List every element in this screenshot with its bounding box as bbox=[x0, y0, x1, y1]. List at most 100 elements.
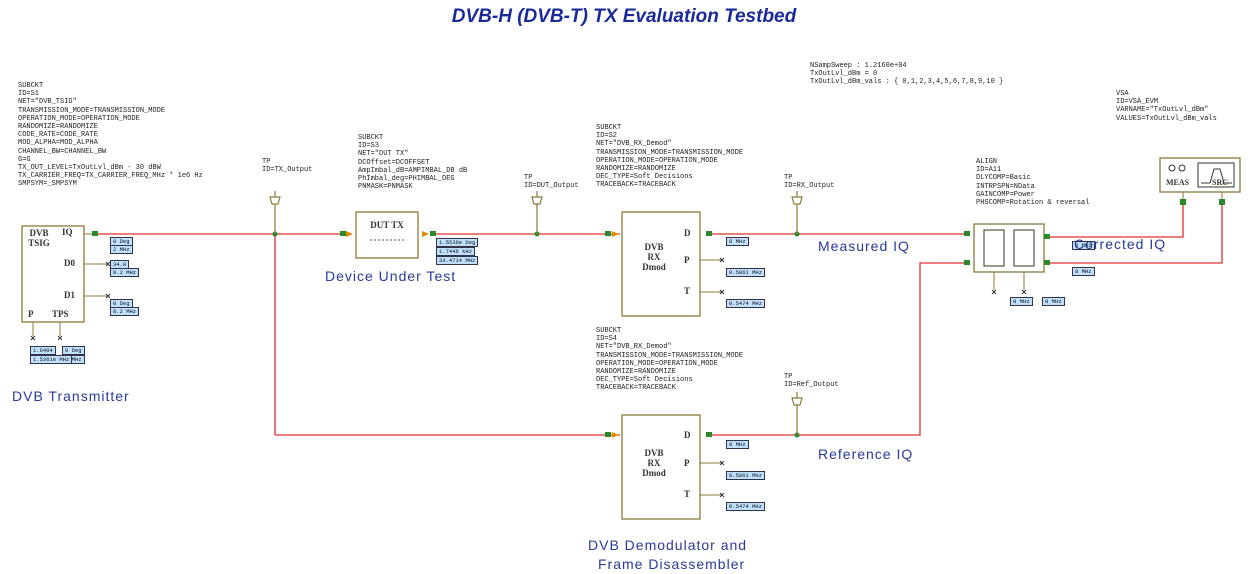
param-line: PHSCOMP=Rotation & reversal bbox=[976, 199, 1090, 208]
param-line: G=G bbox=[18, 155, 31, 164]
tp-line: TP bbox=[262, 158, 271, 166]
term-align-1 bbox=[991, 289, 997, 295]
param-line: DCOffset=DCOFFSET bbox=[358, 158, 430, 167]
param-line: PNMASK=PNMASK bbox=[358, 183, 413, 192]
param-line: DLYCOMP=Basic bbox=[976, 174, 1031, 183]
rx1-annotation: 0.5474 MHz bbox=[726, 299, 766, 308]
node-vsa-meas bbox=[1180, 199, 1186, 205]
rx1-annotation: 0.5861 MHz bbox=[726, 268, 766, 277]
rx2-label-line1: DVB Demodulator and bbox=[588, 537, 748, 553]
tp-tx-probe[interactable] bbox=[269, 191, 281, 234]
sweep-line: TxOutLvl_dBm = 0 bbox=[810, 70, 878, 79]
dut-block-name: DUT TX bbox=[370, 220, 404, 230]
rx1-block-body[interactable] bbox=[621, 211, 701, 317]
tx-annotation: 8.2 MHz bbox=[110, 268, 140, 277]
tx-block-name: DVB TSIG bbox=[28, 228, 50, 248]
align-annotation: 8 MHz bbox=[1042, 297, 1065, 306]
tp-ref-probe[interactable] bbox=[791, 392, 803, 435]
param-line: ID=S1 bbox=[18, 90, 40, 99]
reference-iq-label: Reference IQ bbox=[818, 446, 914, 462]
param-line: GAINCOMP=Power bbox=[976, 190, 1035, 199]
param-line: RANDOMIZE=RANDOMIZE bbox=[596, 368, 676, 377]
node-dut-in bbox=[340, 231, 346, 236]
dut-input-arrow bbox=[346, 231, 353, 237]
param-line: DEC_TYPE=Soft Decisions bbox=[596, 173, 693, 182]
param-line: MOD_ALPHA=MOD_ALPHA bbox=[18, 139, 98, 148]
param-line: TRANSMISSION_MODE=TRANSMISSION_MODE bbox=[596, 351, 744, 360]
param-line: VARNAME="TxOutLvl_dBm" bbox=[1116, 106, 1209, 115]
param-line: TX_OUT_LEVEL=TxOutLvl_dBm - 30 dBW bbox=[18, 164, 161, 173]
tp-line: TP bbox=[784, 373, 793, 381]
measured-iq-label: Measured IQ bbox=[818, 238, 910, 254]
align-inner-left bbox=[983, 229, 1005, 267]
wire-align-to-meas bbox=[1050, 205, 1184, 238]
wire-align-to-src bbox=[1050, 205, 1223, 264]
tx-port-p: P bbox=[28, 309, 34, 319]
param-line: ALIGN bbox=[976, 158, 998, 166]
rx2-port-t: T bbox=[684, 489, 691, 499]
param-line: TRANSMISSION_MODE=TRANSMISSION_MODE bbox=[596, 148, 744, 157]
vsa-block-body[interactable] bbox=[1159, 157, 1241, 193]
param-line: TRACEBACK=TRACEBACK bbox=[596, 384, 676, 393]
rx1-input-arrow bbox=[612, 231, 619, 237]
term-rx1-t bbox=[719, 289, 725, 295]
term-rx2-t bbox=[719, 492, 725, 498]
param-line: NET="DVB_TSIG" bbox=[18, 98, 77, 107]
rx2-block-body[interactable] bbox=[621, 414, 701, 520]
diagram-title: DVB-H (DVB-T) TX Evaluation Testbed bbox=[0, 6, 1248, 28]
tx-port-d1: D1 bbox=[64, 290, 75, 300]
tp-line: TP bbox=[524, 174, 533, 182]
param-line: ID=S3 bbox=[358, 142, 380, 151]
align-block-body[interactable] bbox=[973, 223, 1045, 273]
param-line: VSA bbox=[1116, 90, 1129, 98]
align-annotation: 8 MHz bbox=[1072, 241, 1095, 250]
param-line: TX_CARRIER_FREQ=TX_CARRIER_FREQ_MHz * 1e… bbox=[18, 172, 203, 181]
tp-rx-probe[interactable] bbox=[791, 191, 803, 234]
dut-block-body[interactable] bbox=[355, 211, 419, 259]
test-point-probes bbox=[269, 191, 803, 435]
vsa-knob-right bbox=[1178, 164, 1186, 172]
dut-output-arrow bbox=[422, 231, 429, 237]
param-line: RANDOMIZE=RANDOMIZE bbox=[596, 165, 676, 174]
tx-annotation: 8.2 MHz bbox=[110, 307, 140, 316]
node-tx-iq bbox=[92, 231, 98, 236]
node-align-in2 bbox=[964, 260, 970, 265]
dut-annotation: 1.7446 kHz bbox=[436, 247, 476, 256]
param-line: OPERATION_MODE=OPERATION_MODE bbox=[596, 359, 718, 368]
rx2-input-arrow bbox=[612, 432, 619, 438]
param-line: SUBCKT bbox=[18, 82, 44, 90]
param-line: VALUES=TxOutLvl_dBm_vals bbox=[1116, 114, 1217, 123]
rx2-port-d: D bbox=[684, 430, 691, 440]
rx2-label-line2: Frame Disassembler bbox=[598, 556, 746, 572]
param-line: RANDOMIZE=RANDOMIZE bbox=[18, 123, 98, 132]
rx1-annotation: 8 MHz bbox=[726, 237, 749, 246]
tx-annotation: 2 MHz bbox=[110, 245, 133, 254]
rx1-port-p: P bbox=[684, 255, 690, 265]
dut-label: Device Under Test bbox=[325, 268, 457, 284]
term-tx-d1 bbox=[105, 293, 111, 299]
vsa-screen-trace bbox=[1201, 168, 1232, 184]
param-line: PhImbal_deg=PHIMBAL_DEG bbox=[358, 175, 455, 184]
tx-port-d0: D0 bbox=[64, 258, 75, 268]
wires bbox=[98, 205, 1223, 436]
param-line: ID=S2 bbox=[596, 132, 618, 141]
vsa-port-src: SRC bbox=[1212, 178, 1229, 187]
param-line: TRANSMISSION_MODE=TRANSMISSION_MODE bbox=[18, 106, 166, 115]
align-annotation: 8 MHz bbox=[1072, 267, 1095, 276]
rx2-annotation: 0.5861 MHz bbox=[726, 471, 766, 480]
node-dut-out bbox=[430, 231, 436, 236]
tp-dut-probe[interactable] bbox=[531, 191, 543, 234]
tp-line: ID=Ref_Output bbox=[784, 381, 839, 389]
tx-label: DVB Transmitter bbox=[12, 388, 130, 404]
junction-nodes bbox=[92, 199, 1225, 438]
param-line: OPERATION_MODE=OPERATION_MODE bbox=[596, 156, 718, 165]
vsa-screen bbox=[1197, 162, 1235, 188]
wire-reference-iq bbox=[712, 262, 968, 436]
tx-block-body[interactable] bbox=[21, 225, 85, 323]
